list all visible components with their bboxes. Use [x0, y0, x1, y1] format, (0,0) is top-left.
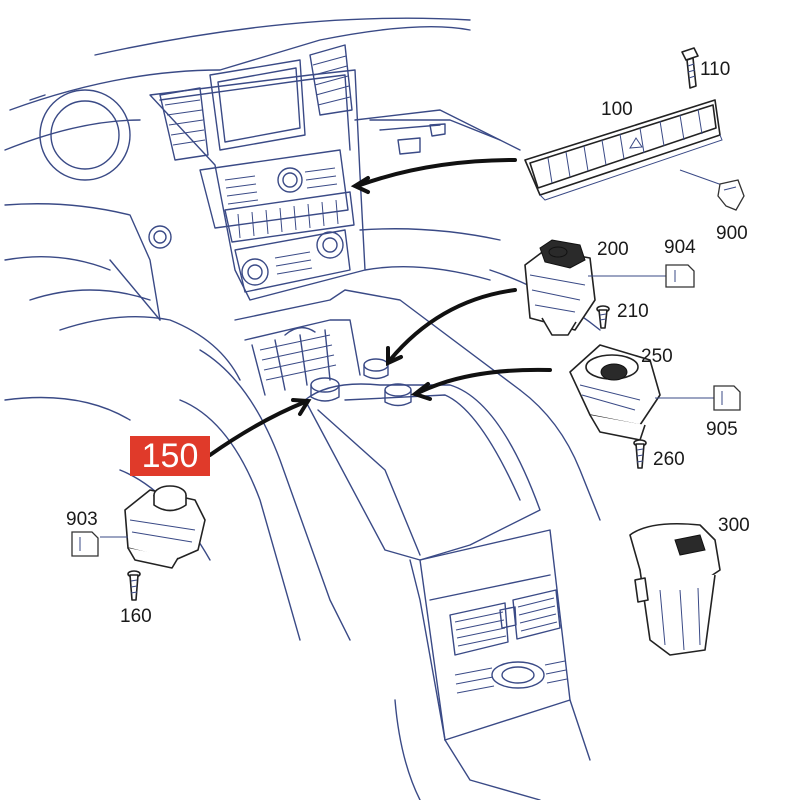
- callout-100: 100: [601, 99, 633, 120]
- part-250-controller: [569, 344, 720, 441]
- leader-arrows: [208, 158, 552, 457]
- dashboard-outline: [4, 17, 601, 800]
- callout-904: 904: [664, 237, 696, 258]
- callout-110: 110: [700, 59, 731, 80]
- part-200-switch-module: [524, 239, 668, 336]
- part-100-switch-panel: [524, 99, 723, 201]
- connector-905: [713, 385, 741, 411]
- callout-903: 903: [66, 509, 98, 530]
- connector-904: [665, 264, 695, 288]
- callout-250: 250: [641, 346, 673, 367]
- callout-210: 210: [617, 301, 649, 322]
- part-300-selector-lever: [629, 522, 721, 656]
- connector-903: [71, 531, 99, 557]
- callout-260: 260: [653, 449, 685, 470]
- callout-300: 300: [718, 515, 750, 536]
- part-110-screw: [681, 47, 699, 89]
- part-210-screw: [596, 305, 610, 329]
- connector-900: [679, 169, 745, 211]
- part-260-screw: [633, 439, 647, 469]
- part-150-controller: [100, 485, 206, 569]
- callout-900: 900: [716, 223, 748, 244]
- highlighted-part-label: 150: [130, 436, 210, 476]
- callout-160: 160: [120, 606, 152, 627]
- callout-905: 905: [706, 419, 738, 440]
- part-160-screw: [127, 570, 141, 601]
- callout-200: 200: [597, 239, 629, 260]
